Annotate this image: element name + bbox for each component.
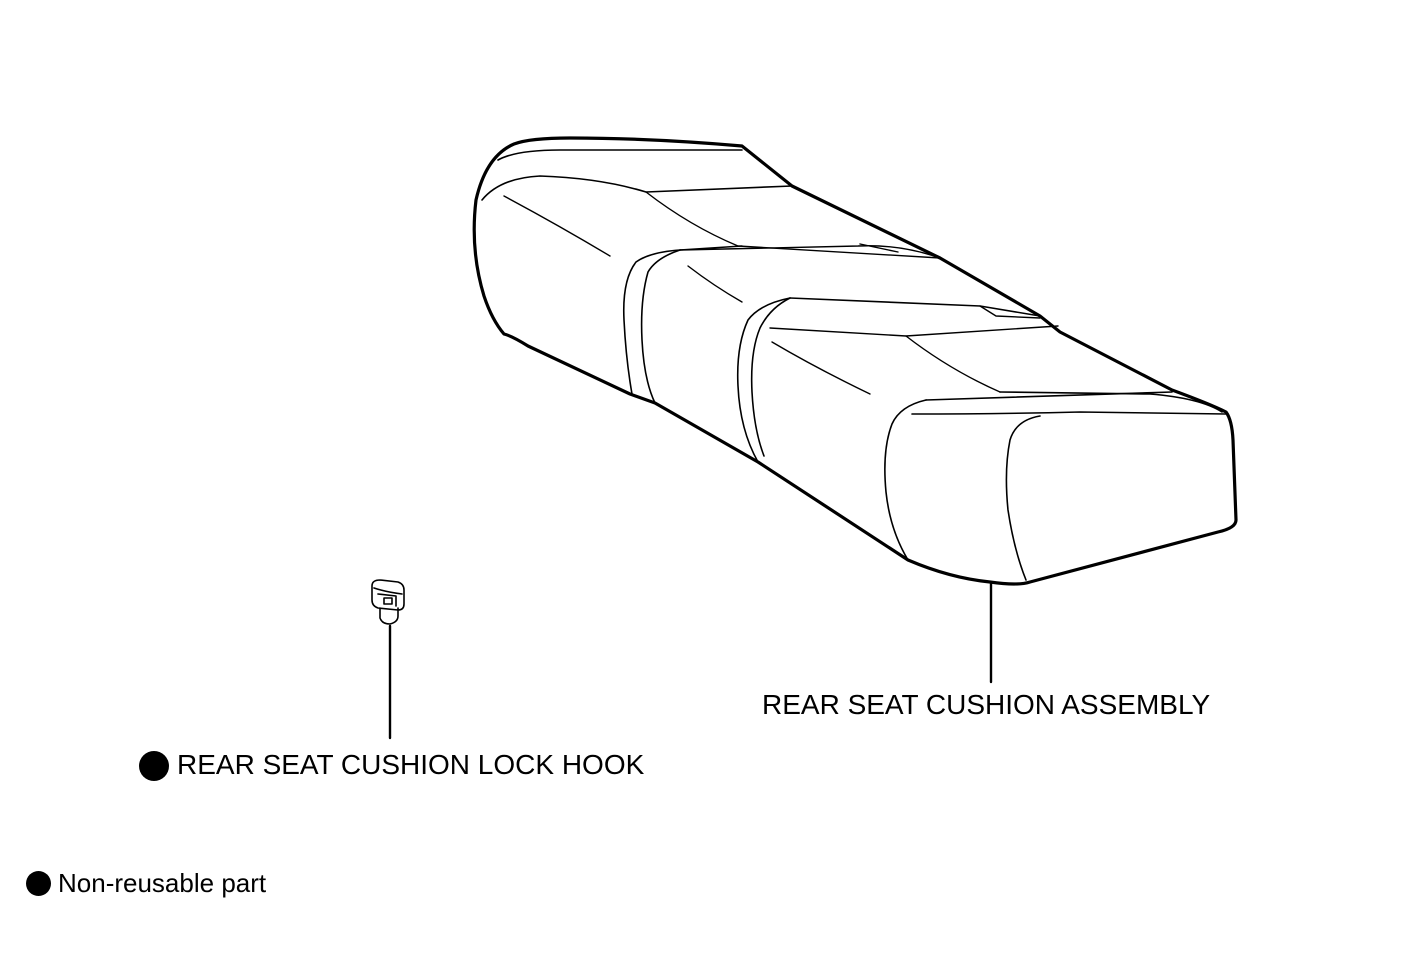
- legend-text: Non-reusable part: [58, 868, 267, 898]
- seat-cushion-drawing: [472, 136, 1238, 586]
- legend-marker: [26, 871, 51, 896]
- cushion-outline: [472, 136, 1238, 586]
- lock-hook-label: REAR SEAT CUSHION LOCK HOOK: [177, 749, 645, 780]
- lock-hook-drawing: [371, 579, 405, 625]
- non-reusable-marker: [139, 751, 169, 781]
- assembly-label: REAR SEAT CUSHION ASSEMBLY: [762, 689, 1211, 720]
